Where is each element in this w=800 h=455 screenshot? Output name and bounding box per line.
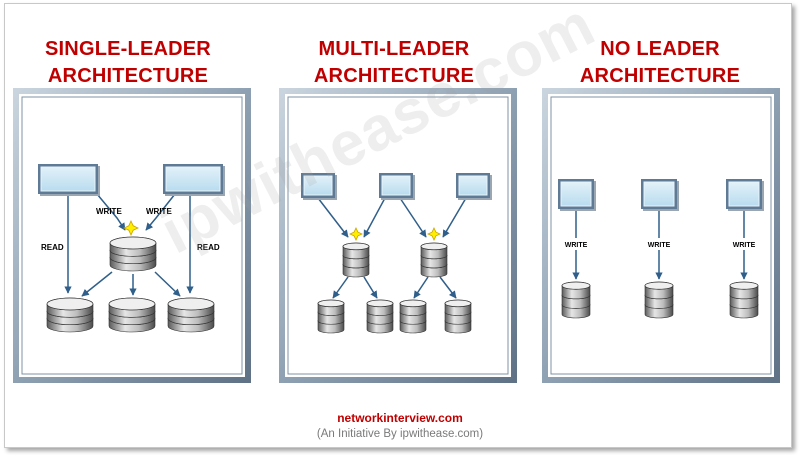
database-icon: [644, 281, 674, 319]
panel-no-leader: [542, 88, 780, 383]
client-node-icon: [641, 179, 679, 211]
client-node-icon: [558, 179, 596, 211]
read-label: READ: [197, 243, 220, 252]
leader-star-icon: [349, 227, 363, 241]
write-label: WRITE: [146, 207, 172, 216]
write-arrow-left: [96, 193, 126, 231]
database-icon: [167, 297, 215, 333]
footer-tagline: (An Initiative By ipwithease.com): [316, 428, 484, 440]
read-label: READ: [41, 243, 64, 252]
database-icon: [366, 299, 394, 334]
database-icon: [46, 297, 94, 333]
write-label: WRITE: [96, 207, 122, 216]
title-single-leader: SINGLE-LEADER ARCHITECTURE: [13, 36, 243, 90]
footer-site[interactable]: networkinterview.com: [337, 411, 463, 425]
title-line-2: ARCHITECTURE: [579, 65, 741, 87]
database-icon: [729, 281, 759, 319]
client-node-icon: [301, 173, 337, 200]
title-multi-leader: MULTI-LEADER ARCHITECTURE: [279, 36, 509, 90]
client-node-icon: [726, 179, 764, 211]
multi-leader-arrows: [317, 197, 467, 299]
single-leader-arrows: [64, 193, 194, 297]
client-node-icon: [456, 173, 492, 200]
title-line-1: SINGLE-LEADER: [45, 38, 211, 60]
panel-single-leader: [13, 88, 251, 383]
write-label: WRITE: [733, 242, 756, 249]
database-icon: [399, 299, 427, 334]
database-icon: [561, 281, 591, 319]
database-icon: [317, 299, 345, 334]
client-node-icon: [38, 164, 100, 196]
client-node-icon: [379, 173, 415, 200]
database-icon: [444, 299, 472, 334]
client-node-icon: [163, 164, 225, 196]
write-arrow-right: [145, 193, 176, 231]
write-label: WRITE: [648, 242, 671, 249]
write-label: WRITE: [565, 242, 588, 249]
title-line-2: ARCHITECTURE: [47, 65, 209, 87]
database-icon: [108, 297, 156, 333]
title-line-2: ARCHITECTURE: [313, 65, 475, 87]
replicate-arrow-left: [81, 271, 113, 297]
database-icon: [342, 242, 370, 278]
leader-star-icon: [427, 227, 441, 241]
title-line-1: MULTI-LEADER: [318, 38, 470, 60]
replicate-arrow-right: [154, 271, 181, 297]
database-icon: [420, 242, 448, 278]
title-no-leader: NO LEADER ARCHITECTURE: [545, 36, 775, 90]
leader-star-icon: [123, 220, 139, 236]
database-icon: [109, 236, 157, 272]
title-line-1: NO LEADER: [600, 38, 720, 60]
panel-multi-leader: [279, 88, 517, 383]
